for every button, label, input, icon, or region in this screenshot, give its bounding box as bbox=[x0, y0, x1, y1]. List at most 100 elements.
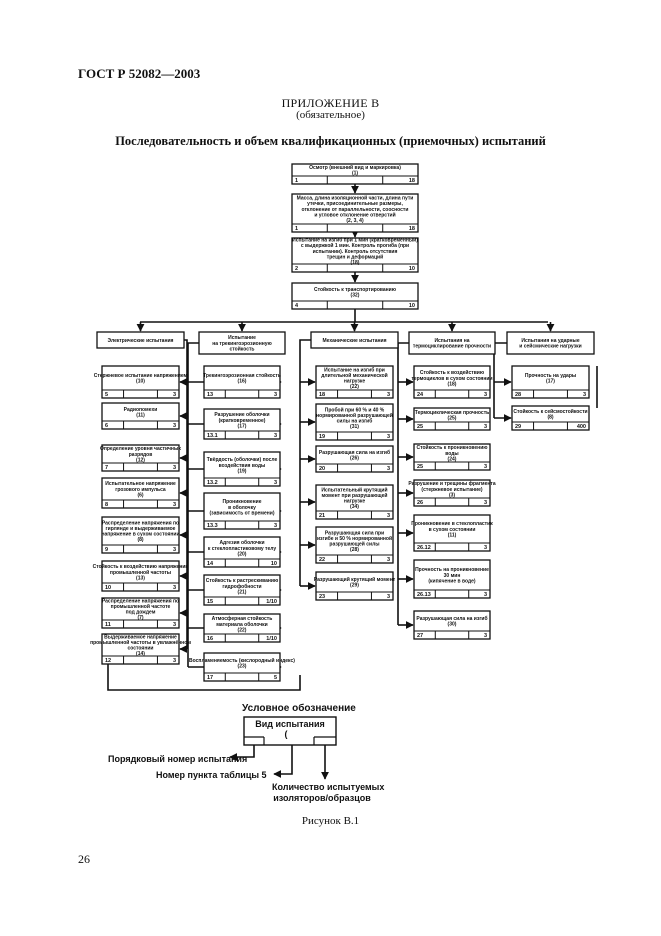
sample-count: 3 bbox=[173, 585, 176, 591]
appendix-subtitle: (обязательное) bbox=[296, 109, 365, 121]
box-text: нормированной разрушающей bbox=[316, 412, 393, 419]
box-text: (20) bbox=[238, 551, 247, 557]
sample-count: 3 bbox=[484, 424, 487, 430]
box-text: 30 мин bbox=[444, 573, 461, 579]
box-text: Испытание на изгиб при bbox=[324, 366, 385, 373]
box-text: Пробой при 60 % и 40 % bbox=[325, 406, 385, 413]
box-text: на трекингоэрозионную bbox=[212, 341, 272, 347]
legend-count-label-1: Количество испытуемых bbox=[272, 782, 385, 792]
order-number: 19 bbox=[319, 434, 325, 440]
box-text: в сухом состоянии bbox=[429, 527, 476, 533]
box-frame bbox=[511, 405, 590, 431]
box-text: состоянии bbox=[127, 646, 153, 652]
box-frame bbox=[203, 536, 281, 568]
box-text: (24) bbox=[448, 456, 457, 462]
order-number: 25 bbox=[417, 464, 423, 470]
sample-count: 3 bbox=[173, 547, 176, 553]
box-frame bbox=[203, 451, 281, 487]
sample-count: 18 bbox=[409, 226, 415, 232]
box-frame bbox=[203, 613, 281, 643]
box-text: Прочность на проникновение bbox=[415, 567, 489, 573]
box-text: Адгезия оболочки bbox=[219, 539, 264, 546]
box-text: (22) bbox=[350, 384, 359, 390]
box-text: Осмотр (внешний вид и маркировка) bbox=[309, 164, 401, 171]
legend-clause-label: Номер пункта таблицы 5 bbox=[156, 770, 267, 780]
order-number: 8 bbox=[105, 502, 108, 508]
box-text: (28) bbox=[350, 547, 359, 553]
order-number: 13.3 bbox=[207, 523, 218, 529]
column-1-test-box: Определение уровня частичныхразрядов(12)… bbox=[100, 444, 181, 472]
order-number: 24 bbox=[417, 392, 424, 398]
box-text: Стойкость к проникновению bbox=[416, 444, 488, 451]
box-frame bbox=[203, 408, 281, 440]
box-text: термоциклов в сухом состоянии bbox=[411, 376, 492, 382]
order-number: 21 bbox=[319, 513, 325, 519]
column-head-box: Механические испытания bbox=[310, 331, 399, 349]
box-text: Испытание bbox=[228, 335, 256, 341]
box-text: (23) bbox=[238, 664, 247, 670]
figure-caption: Рисунок В.1 bbox=[301, 815, 360, 827]
box-frame bbox=[413, 559, 491, 599]
order-number: 27 bbox=[417, 633, 423, 639]
box-text: Стойкость к воздействию напряжения bbox=[93, 563, 189, 570]
box-frame bbox=[511, 365, 590, 399]
legend-order-label: Порядковый номер испытания bbox=[108, 754, 248, 764]
order-number: 1 bbox=[295, 226, 298, 232]
order-number: 5 bbox=[105, 392, 108, 398]
box-text: (30) bbox=[448, 622, 457, 628]
sample-count: 3 bbox=[484, 500, 487, 506]
box-frame bbox=[315, 403, 394, 441]
order-number: 26.12 bbox=[417, 545, 431, 551]
box-text: (10) bbox=[136, 379, 145, 385]
sample-count: 10 bbox=[409, 266, 415, 272]
figure-title: Последовательность и объем квалификацион… bbox=[115, 134, 546, 148]
legend-count-label-2: изоляторов/образцов bbox=[273, 793, 371, 803]
sample-count: 1/10 bbox=[266, 599, 277, 605]
box-text: разрядов bbox=[129, 452, 153, 458]
sample-count: 3 bbox=[173, 658, 176, 664]
column-2-test-box: Воспламеняемость (кислородный индекс)(23… bbox=[189, 652, 295, 682]
box-text: испытании). Контроль отсутствия bbox=[313, 249, 398, 255]
box-text: (6) bbox=[137, 492, 143, 498]
order-number: 13 bbox=[207, 392, 213, 398]
column-spine bbox=[493, 342, 507, 418]
order-number: 23 bbox=[319, 594, 325, 600]
box-frame bbox=[96, 331, 185, 349]
box-text: Прочность на удары bbox=[525, 373, 576, 379]
box-frame bbox=[413, 610, 491, 640]
box-text: силы на изгиб bbox=[337, 418, 373, 425]
box-text: нагрузке bbox=[344, 379, 366, 385]
box-frame bbox=[506, 331, 595, 355]
order-number: 20 bbox=[319, 466, 325, 472]
box-text: (3) bbox=[449, 492, 455, 498]
box-text: напряжение в сухом состоянии bbox=[101, 532, 179, 538]
box-text: (18) bbox=[351, 260, 360, 266]
box-frame bbox=[310, 331, 399, 349]
box-text: материала оболочки bbox=[216, 621, 268, 628]
box-text: Выдерживаемое напряжение bbox=[104, 634, 177, 640]
box-text: Испытания на ударные bbox=[521, 338, 579, 344]
box-frame bbox=[315, 445, 394, 473]
column-1-test-box: Стойкость к воздействию напряженияпромыш… bbox=[93, 560, 189, 592]
order-number: 15 bbox=[207, 599, 213, 605]
sample-count: 10 bbox=[409, 303, 415, 309]
sample-count: 3 bbox=[387, 392, 390, 398]
sample-count: 3 bbox=[387, 594, 390, 600]
top-test-box: Испытание на изгиб при 1 мин (кратковрем… bbox=[291, 237, 419, 273]
legend-box-text: Вид испытания bbox=[255, 719, 325, 729]
box-text: (8) bbox=[137, 537, 143, 543]
sample-count: 3 bbox=[583, 392, 586, 398]
